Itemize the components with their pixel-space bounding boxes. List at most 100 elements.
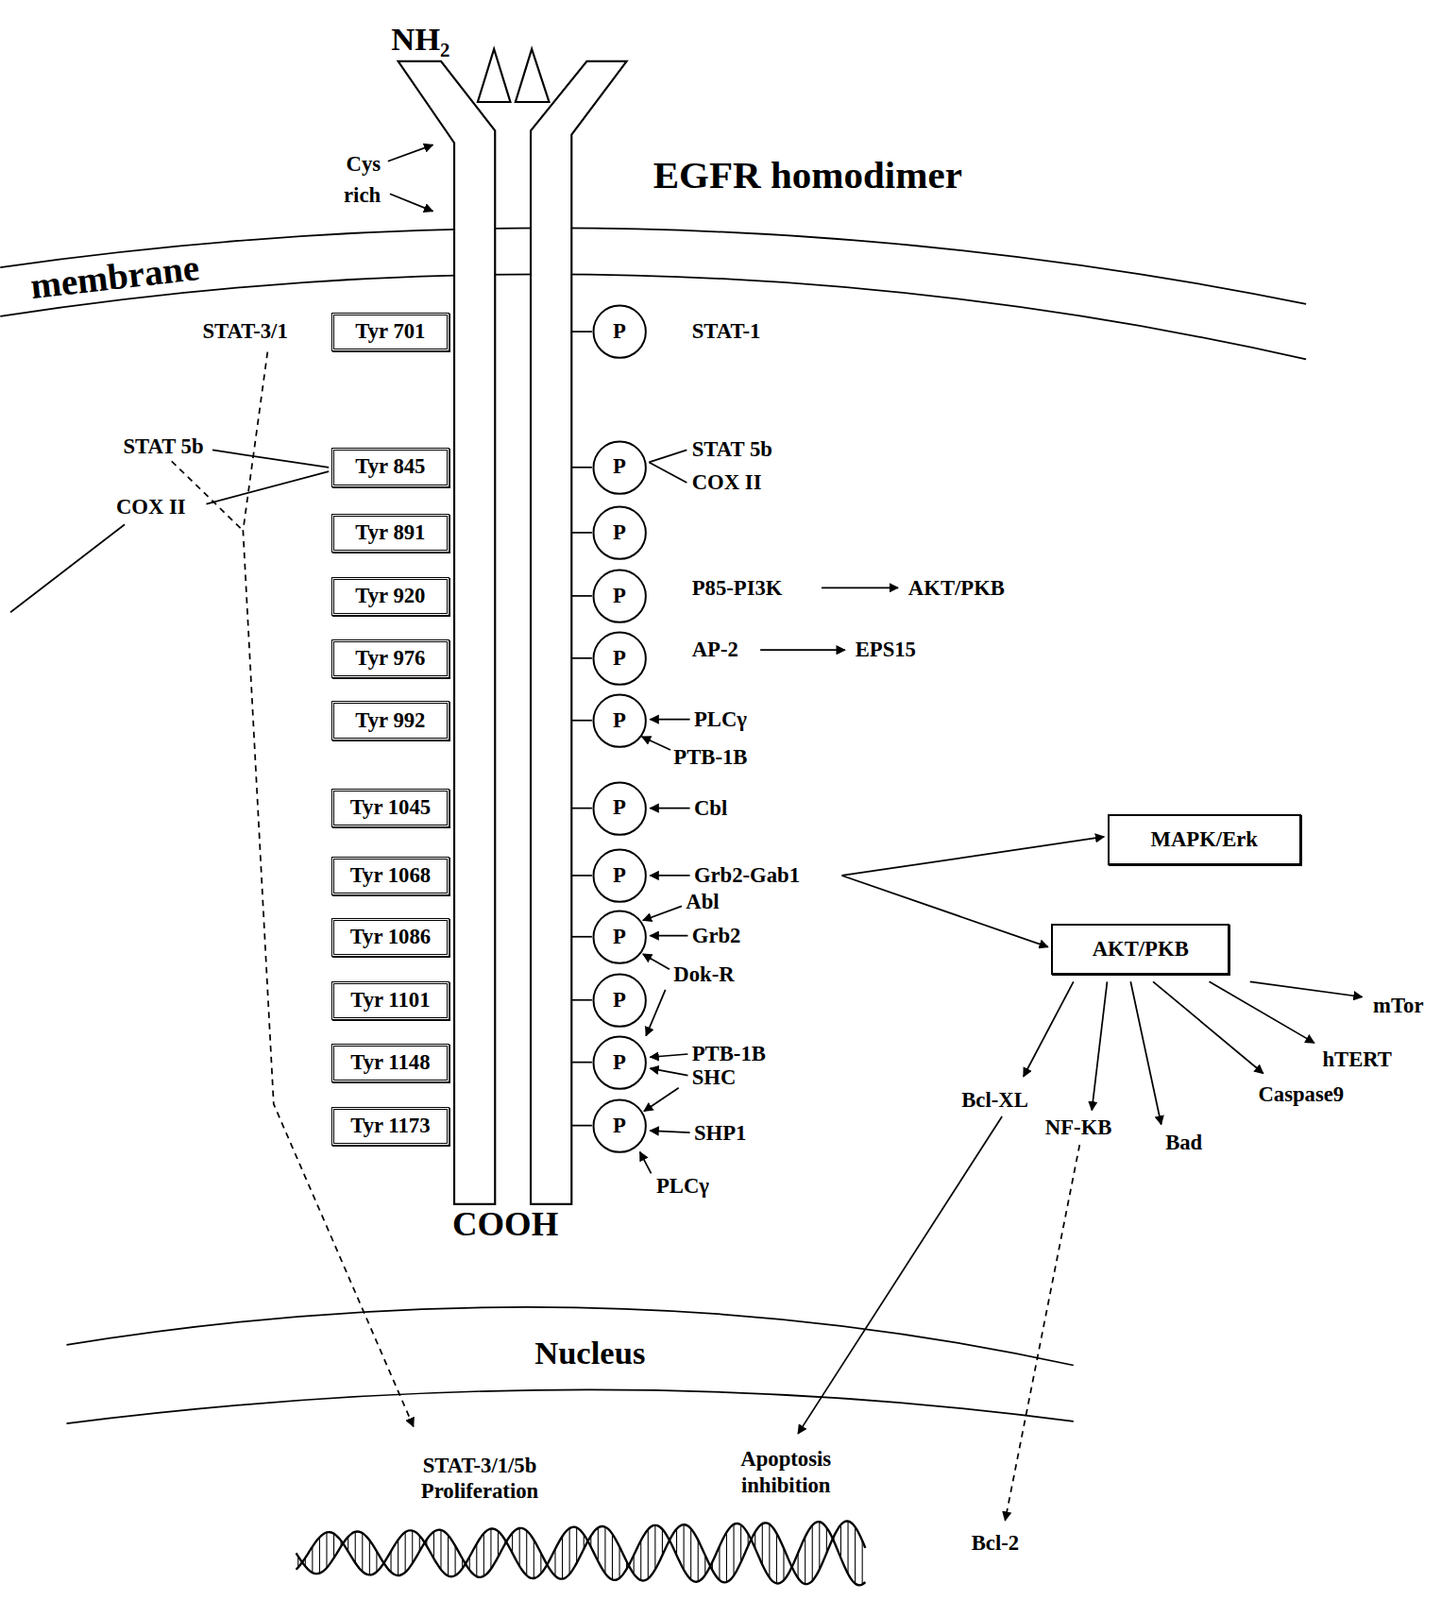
dna-helix [296, 1520, 866, 1585]
dna-rung [497, 1530, 499, 1557]
text-label: Bad [1165, 1131, 1203, 1154]
text-label: COOH [452, 1205, 559, 1243]
dna-rung [483, 1532, 485, 1577]
node-text: Tyr 1068 [350, 864, 432, 888]
text-label: EPS15 [855, 638, 916, 662]
phosphate-circle: P [592, 909, 647, 965]
text-label: Cbl [694, 796, 728, 820]
dna-rung [640, 1540, 642, 1580]
pathway-box: AKT/PKB [1051, 923, 1230, 975]
text-label: mTor [1373, 994, 1424, 1018]
node-text: P [612, 925, 627, 950]
dna-strand [296, 1521, 866, 1585]
dna-rung [569, 1527, 571, 1575]
tyrosine-box: Tyr 845 [331, 447, 449, 487]
dna-rung [397, 1539, 399, 1576]
dna-rung [611, 1533, 613, 1580]
tyrosine-box: Tyr 992 [331, 700, 449, 740]
phosphate-circle: P [592, 304, 647, 359]
dna-rung [726, 1531, 728, 1582]
dna-rung [812, 1525, 814, 1581]
dna-rung [619, 1546, 621, 1578]
text-label: Nucleus [534, 1335, 645, 1370]
phosphate-circle: P [592, 630, 647, 686]
dna-rung [375, 1550, 377, 1572]
text-label: SHP1 [694, 1121, 746, 1145]
node-text: Tyr 1086 [350, 925, 432, 950]
dna-rung [311, 1545, 313, 1573]
text-label: COX II [116, 495, 187, 519]
dna-rung [647, 1528, 649, 1579]
ligand-triangle [477, 49, 511, 102]
dna-rung [740, 1524, 742, 1562]
dna-rung [676, 1528, 678, 1556]
node-text: Tyr 845 [355, 455, 425, 479]
text-label: Grb2 [692, 924, 742, 948]
text-label: NH₂ [390, 21, 450, 56]
node-text: P [612, 584, 627, 609]
text-label: AP-2 [692, 638, 739, 662]
pathway-box: MAPK/Erk [1107, 813, 1302, 865]
node-text: P [612, 988, 627, 1013]
diagram-title: EGFR homodimer [653, 154, 963, 196]
text-label: STAT-3/1/5b Proliferation [403, 1452, 557, 1504]
text-label: AKT/PKB [908, 576, 1005, 600]
text-label: Abl [685, 890, 719, 914]
node-text: Tyr 1173 [350, 1114, 430, 1138]
dna-rung [447, 1534, 449, 1576]
node-text: Tyr 1045 [350, 796, 432, 820]
dna-rung [405, 1531, 407, 1573]
dna-rung [440, 1529, 441, 1570]
tyrosine-box: Tyr 701 [331, 312, 449, 352]
text-label: hTERT [1322, 1048, 1392, 1071]
node-text: MAPK/Erk [1151, 828, 1258, 852]
node-text: P [612, 521, 627, 545]
dna-rung [490, 1527, 492, 1569]
text-label: membrane [28, 249, 202, 306]
dna-rung [854, 1526, 856, 1584]
tyrosine-box: Tyr 1101 [331, 981, 449, 1020]
node-text: P [612, 320, 627, 344]
tyrosine-box: Tyr 1148 [331, 1043, 449, 1083]
dna-rung [325, 1531, 327, 1568]
node-text: Tyr 1148 [350, 1051, 430, 1075]
node-text: P [612, 1051, 627, 1075]
receptor-strand [398, 61, 496, 1204]
dna-rung [361, 1532, 363, 1572]
text-label: Bcl-XL [961, 1088, 1029, 1112]
dna-rung [561, 1535, 563, 1579]
dna-rung [455, 1545, 457, 1577]
phosphate-circle: P [592, 972, 647, 1028]
text-label: STAT-1 [692, 320, 762, 343]
dna-rung [390, 1550, 392, 1572]
ligand-triangle [515, 49, 550, 102]
text-label: SHC [692, 1066, 737, 1089]
phosphate-circle: P [592, 693, 647, 748]
node-text: P [612, 646, 627, 671]
dna-rung [733, 1524, 735, 1577]
dna-rung [533, 1539, 535, 1578]
node-text: Tyr 992 [355, 709, 425, 733]
tyrosine-box: Tyr 1173 [331, 1106, 449, 1146]
dna-rung [826, 1526, 828, 1553]
dna-rung [554, 1548, 556, 1577]
text-label: PTB-1B [692, 1042, 766, 1066]
dna-rung [411, 1529, 413, 1563]
dna-rung [576, 1526, 577, 1563]
dna-rung [333, 1533, 335, 1559]
node-text: P [612, 709, 627, 733]
text-label: STAT 5b [692, 438, 773, 461]
text-label: PLCγ [694, 708, 747, 731]
tyrosine-box: Tyr 976 [331, 639, 449, 679]
text-label: Apoptosis inhibition [722, 1445, 850, 1497]
node-text: AKT/PKB [1092, 937, 1189, 962]
dna-rung [840, 1524, 842, 1559]
dna-rung [519, 1527, 521, 1567]
dna-rung [718, 1545, 720, 1580]
dna-rung [847, 1520, 849, 1574]
dna-rung [604, 1525, 606, 1574]
dna-rung [433, 1530, 435, 1559]
dna-rung [355, 1531, 357, 1563]
node-text: P [612, 796, 627, 820]
dna-rung [762, 1523, 763, 1565]
